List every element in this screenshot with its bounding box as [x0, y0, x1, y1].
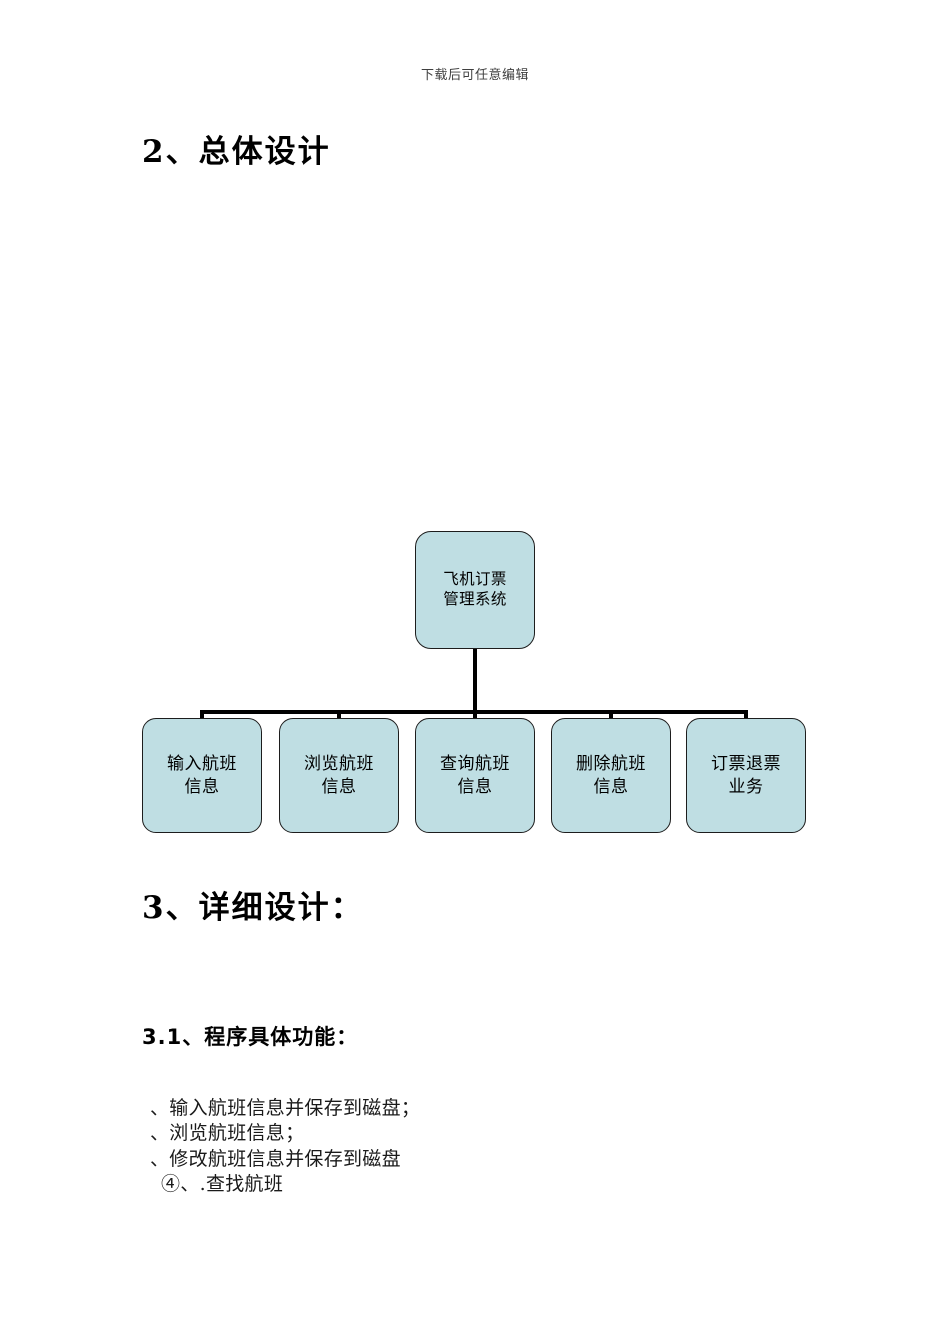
org-node-input-flight-info[interactable]: 输入航班 信息 — [142, 718, 262, 833]
org-node-root[interactable]: 飞机订票 管理系统 — [415, 531, 535, 649]
function-list-item: 、修改航班信息并保存到磁盘 — [150, 1147, 401, 1170]
page-header-note: 下载后可任意编辑 — [420, 68, 529, 83]
org-node-label: 查询航班 信息 — [440, 753, 510, 797]
section-heading-3-1: 3.1、程序具体功能： — [142, 1025, 359, 1049]
org-node-browse-flight-info[interactable]: 浏览航班 信息 — [279, 718, 399, 833]
org-node-root-label: 飞机订票 管理系统 — [443, 570, 507, 608]
org-node-book-refund-service[interactable]: 订票退票 业务 — [686, 718, 806, 833]
function-list-item: 、浏览航班信息； — [150, 1122, 305, 1145]
function-list: 、输入航班信息并保存到磁盘； 、浏览航班信息； 、修改航班信息并保存到磁盘 ④、… — [150, 1096, 420, 1197]
org-node-label: 浏览航班 信息 — [304, 753, 374, 797]
org-node-label: 删除航班 信息 — [576, 753, 646, 797]
section-heading-3: 3、详细设计： — [142, 890, 364, 926]
org-node-label: 输入航班 信息 — [167, 753, 237, 797]
section-heading-2: 2、总体设计 — [142, 134, 331, 170]
function-list-item: 、输入航班信息并保存到磁盘； — [150, 1097, 421, 1119]
function-list-item: ④、.查找航班 — [161, 1172, 284, 1195]
org-node-delete-flight-info[interactable]: 删除航班 信息 — [551, 718, 671, 833]
org-node-label: 订票退票 业务 — [711, 753, 781, 797]
org-node-query-flight-info[interactable]: 查询航班 信息 — [415, 718, 535, 833]
